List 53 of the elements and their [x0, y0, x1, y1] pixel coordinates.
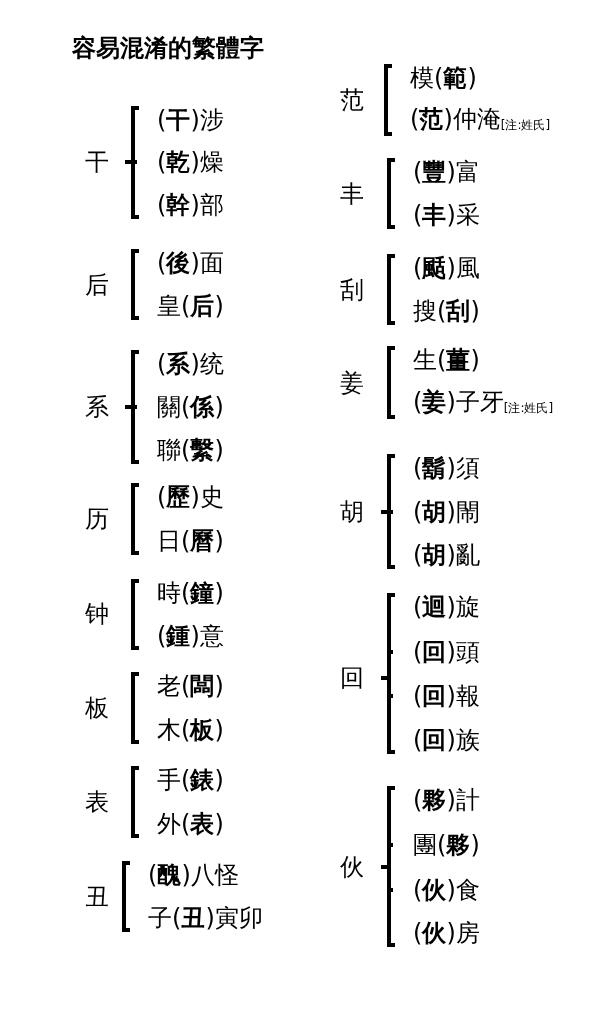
simplified-character: 姜 [340, 369, 364, 397]
word-entry: (胡)亂 [413, 541, 480, 569]
simplified-character: 钟 [85, 600, 109, 628]
word-entry: (丰)采 [413, 201, 480, 229]
word-entry: (迴)旋 [413, 593, 480, 621]
word-entry: 子(丑)寅卯 [148, 904, 263, 932]
word-entry: (歷)史 [157, 483, 224, 511]
word-entry: 團(夥) [413, 831, 480, 859]
word-entry: 老(闆) [157, 672, 224, 700]
simplified-character: 板 [85, 694, 109, 722]
word-entry: (回)頭 [413, 638, 480, 666]
simplified-character: 丑 [85, 883, 109, 911]
title: 容易混淆的繁體字 [72, 33, 264, 63]
word-entry: (幹)部 [157, 191, 224, 219]
word-entry: 生(薑) [413, 346, 480, 374]
simplified-character: 历 [85, 505, 109, 533]
word-entry: 關(係) [157, 393, 224, 421]
word-entry: (颳)風 [413, 254, 480, 282]
word-entry: (後)面 [157, 249, 224, 277]
word-entry: (姜)子牙$_{[注:姓氏]}$ [413, 388, 554, 418]
simplified-character: 刮 [340, 276, 364, 304]
simplified-character: 后 [85, 271, 109, 299]
simplified-character: 胡 [340, 498, 364, 526]
simplified-character: 回 [340, 664, 364, 692]
word-entry: 日(曆) [157, 527, 224, 555]
word-entry: (豐)富 [413, 158, 480, 186]
word-entry: (伙)食 [413, 876, 480, 904]
word-entry: (范)仲淹$_{[注:姓氏]}$ [410, 105, 551, 135]
word-entry: (伙)房 [413, 919, 480, 947]
simplified-character: 丰 [340, 180, 364, 208]
word-entry: (胡)閙 [413, 498, 480, 526]
word-entry: 聯(繫) [157, 436, 224, 464]
word-entry: 模(範) [410, 64, 477, 92]
word-entry: (夥)計 [413, 786, 480, 814]
simplified-character: 系 [85, 393, 109, 421]
word-entry: (系)统 [157, 350, 224, 378]
word-entry: 搜(刮) [413, 297, 480, 325]
simplified-character: 表 [85, 788, 109, 816]
word-entry: (鍾)意 [157, 622, 224, 650]
word-entry: 皇(后) [157, 292, 224, 320]
word-entry: (回)報 [413, 682, 480, 710]
word-entry: 時(鐘) [157, 579, 224, 607]
word-entry: (醜)八怪 [148, 861, 239, 889]
word-entry: 外(表) [157, 810, 224, 838]
simplified-character: 干 [85, 148, 109, 176]
word-entry: 手(錶) [157, 766, 224, 794]
word-entry: (回)族 [413, 726, 480, 754]
word-entry: (乾)燥 [157, 148, 224, 176]
word-entry: (鬍)須 [413, 454, 480, 482]
simplified-character: 范 [340, 86, 364, 114]
word-entry: 木(板) [157, 716, 224, 744]
word-entry: (干)涉 [157, 106, 224, 134]
simplified-character: 伙 [340, 853, 364, 881]
